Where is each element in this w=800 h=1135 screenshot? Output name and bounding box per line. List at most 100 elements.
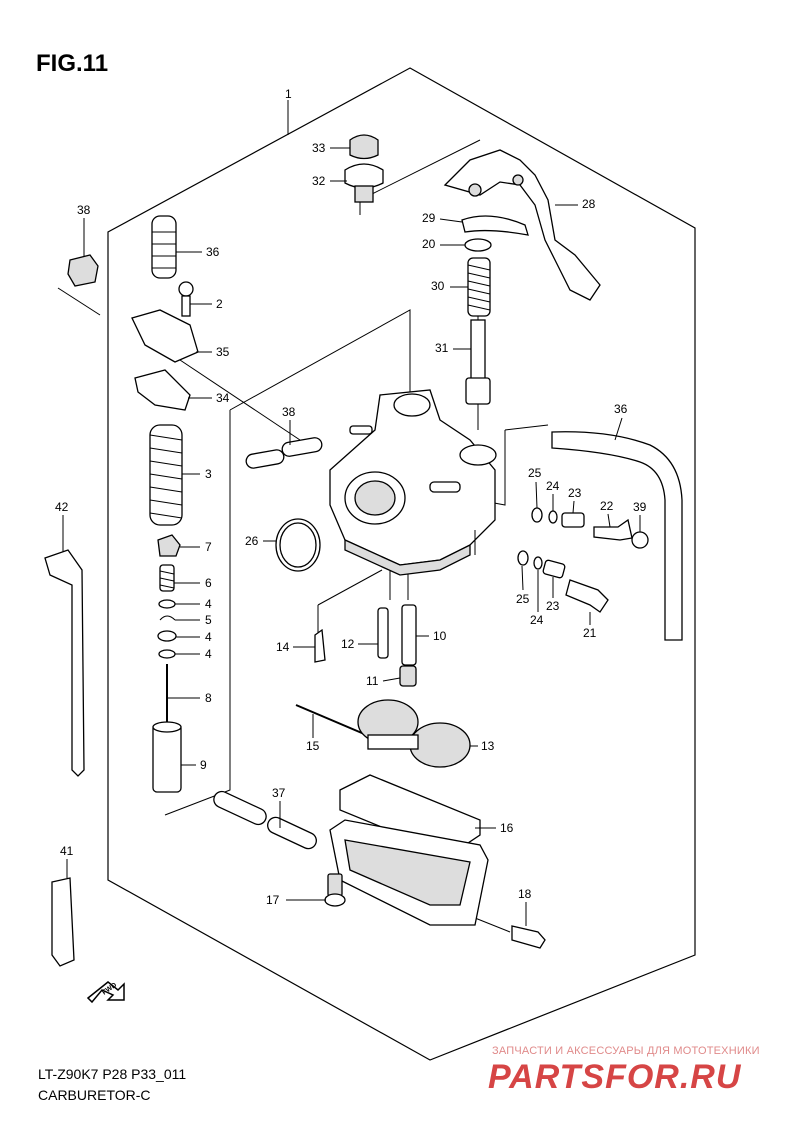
- callout-28: 29: [422, 211, 436, 225]
- callout-7: 6: [205, 576, 212, 590]
- part-37-hose: [213, 790, 317, 850]
- callout-26: 26: [245, 534, 259, 548]
- part-35-boot: [151, 215, 177, 279]
- callout-41: 41: [60, 844, 74, 858]
- callout-36: 36: [614, 402, 628, 416]
- callout-15: 14: [276, 640, 290, 654]
- part-5-washer: [157, 630, 177, 642]
- part-24-washer: [548, 510, 558, 524]
- assembly-frame: [107, 67, 696, 1061]
- part-40-nut: [67, 254, 99, 287]
- callout-3: 3: [205, 467, 212, 481]
- callout-25b: 25: [516, 592, 530, 606]
- part-41-strap: [51, 877, 75, 967]
- callout-39: 39: [633, 500, 647, 514]
- part-38-hose: [245, 437, 323, 469]
- part-32-cap: [349, 134, 379, 160]
- callout-4b: 4: [205, 647, 212, 661]
- part-4-washer: [158, 599, 176, 609]
- fwd-arrow-icon: FWD: [86, 981, 125, 1004]
- callout-4: 4: [205, 597, 212, 611]
- part-3-spring: [149, 424, 183, 526]
- callout-6: 5: [205, 613, 212, 627]
- part-13-pilot-jet: [377, 607, 389, 659]
- part-30-spring: [467, 257, 491, 317]
- callout-34: 35: [216, 345, 230, 359]
- diagram-caption: CARBURETOR-C: [38, 1087, 151, 1103]
- part-15-jet: [314, 628, 326, 663]
- callout-19: 18: [518, 887, 532, 901]
- part-20-o-ring: [464, 238, 492, 252]
- callout-2: 2: [216, 297, 223, 311]
- callout-23: 23: [568, 486, 582, 500]
- callout-1: 1: [285, 87, 292, 101]
- diagram-code: LT-Z90K7 P28 P33_011: [38, 1066, 187, 1082]
- part-26-o-ring: [275, 518, 321, 572]
- part-24-washer-lower: [533, 556, 543, 570]
- part-27-choke-lever: [443, 149, 601, 301]
- callout-21: 21: [583, 626, 597, 640]
- callout-27: 28: [582, 197, 596, 211]
- callout-35: 36: [206, 245, 220, 259]
- callout-8: 7: [205, 540, 212, 554]
- float-bowl: [329, 819, 489, 926]
- part-33-gasket: [134, 369, 191, 411]
- carburetor-body: [329, 389, 497, 576]
- part-19-drain-screw: [511, 925, 546, 949]
- callout-30: 30: [431, 279, 445, 293]
- part-17-gasket: [339, 774, 481, 856]
- part-14-float: [357, 699, 471, 768]
- part-25-o-ring: [531, 507, 543, 523]
- part-12-main-jet: [399, 665, 417, 687]
- callout-42: 42: [55, 500, 69, 514]
- callout-38: 38: [282, 405, 296, 419]
- callout-31: 32: [312, 174, 326, 188]
- callout-29: 31: [435, 341, 449, 355]
- part-18-screw: [324, 873, 346, 907]
- part-23-spring-lower: [542, 559, 566, 579]
- callout-23b: 23: [546, 599, 560, 613]
- part-11-needle-jet: [401, 604, 417, 666]
- callout-11: 10: [433, 629, 447, 643]
- part-25-o-ring-lower: [517, 550, 529, 566]
- callout-22: 22: [600, 499, 614, 513]
- callout-25: 25: [528, 466, 542, 480]
- callout-17: 16: [500, 821, 514, 835]
- part-2-screw: [178, 281, 194, 317]
- watermark-logo: PARTSFOR.RU: [488, 1058, 742, 1096]
- callout-9: 8: [205, 691, 212, 705]
- part-8-clip: [157, 534, 181, 557]
- part-7-spring: [159, 564, 175, 592]
- part-39-cap: [631, 531, 649, 549]
- callout-12: 11: [366, 674, 379, 688]
- part-6-circlip: [159, 615, 176, 621]
- part-10-throttle-valve: [152, 721, 182, 793]
- part-31-cap-screw: [344, 163, 384, 203]
- callout-32: 33: [312, 141, 326, 155]
- part-4-washer-lower: [158, 649, 176, 659]
- callout-37: 37: [272, 786, 286, 800]
- callout-13: 12: [341, 637, 355, 651]
- callout-20: 20: [422, 237, 436, 251]
- part-29-plunger: [465, 319, 491, 405]
- callout-10: 9: [200, 758, 207, 772]
- part-21-screw: [565, 579, 609, 613]
- part-36-hose: [551, 431, 683, 641]
- part-23-spring: [561, 512, 585, 528]
- callout-14: 13: [481, 739, 495, 753]
- callout-5: 4: [205, 630, 212, 644]
- watermark-tagline: ЗАПЧАСТИ И АКСЕССУАРЫ ДЛЯ МОТОТЕХНИКИ: [492, 1045, 760, 1057]
- callout-40: 38: [77, 203, 91, 217]
- callout-16: 15: [306, 739, 320, 753]
- callout-18: 17: [266, 893, 280, 907]
- callout-24: 24: [546, 479, 560, 493]
- callout-24b: 24: [530, 613, 544, 627]
- part-42-strap: [44, 549, 85, 777]
- callout-labels: 1 33 32 28 29 20 30 31 38 36 2 35 34 38 …: [55, 87, 647, 926]
- part-28-plate: [461, 215, 529, 236]
- part-22-screw: [593, 518, 633, 541]
- part-34-cap: [131, 309, 199, 363]
- callout-33: 34: [216, 391, 230, 405]
- figure-title: FIG.11: [36, 50, 109, 77]
